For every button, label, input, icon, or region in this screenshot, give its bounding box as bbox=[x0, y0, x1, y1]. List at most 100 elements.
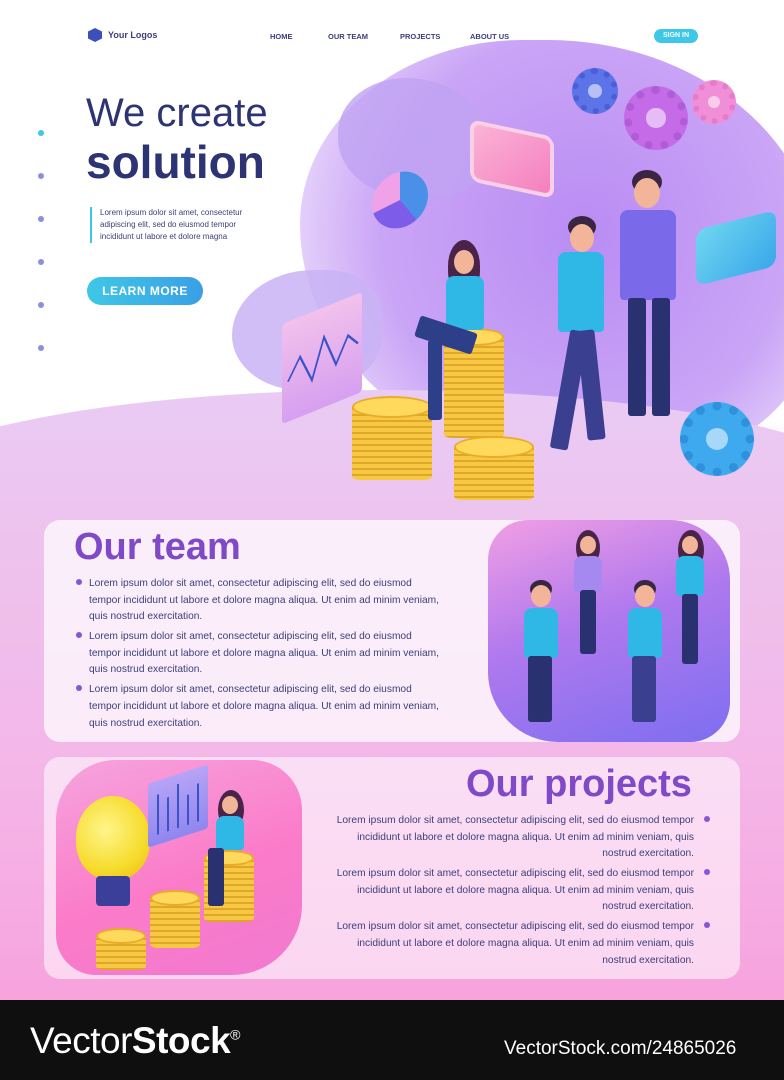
head bbox=[570, 224, 594, 252]
team-woman-pointing bbox=[568, 530, 608, 660]
torso bbox=[628, 608, 662, 658]
landing-page: Your Logos HOME OUR TEAM PROJECTS ABOUT … bbox=[0, 0, 784, 1000]
slide-dot[interactable] bbox=[38, 216, 44, 222]
man-right bbox=[610, 170, 686, 430]
list-item-text: Lorem ipsum dolor sit amet, consectetur … bbox=[336, 868, 694, 913]
legs bbox=[628, 298, 646, 416]
slide-dot[interactable] bbox=[38, 345, 44, 351]
woman-with-tablet bbox=[410, 240, 500, 440]
bullet-dot bbox=[704, 816, 710, 822]
bullet-dot bbox=[704, 922, 710, 929]
slide-dot[interactable] bbox=[38, 130, 44, 136]
gear-icon bbox=[692, 80, 736, 124]
list-item: Lorem ipsum dolor sit amet, consectetur … bbox=[336, 813, 710, 863]
list-item: Lorem ipsum dolor sit amet, consectetur … bbox=[76, 682, 446, 732]
legs bbox=[576, 329, 606, 441]
team-man-binoculars bbox=[622, 580, 666, 730]
hero-title-line2: solution bbox=[86, 136, 265, 188]
torso bbox=[216, 816, 244, 850]
bullet-dot bbox=[76, 632, 82, 639]
list-item: Lorem ipsum dolor sit amet, consectetur … bbox=[336, 919, 710, 969]
man-left bbox=[548, 210, 618, 460]
lightbulb-icon bbox=[76, 796, 150, 880]
head bbox=[580, 536, 596, 554]
slide-dot[interactable] bbox=[38, 302, 44, 308]
head bbox=[454, 250, 474, 274]
hero-title-line1: We create bbox=[86, 91, 268, 135]
projects-illustration bbox=[56, 760, 302, 975]
torso bbox=[524, 608, 558, 658]
lightbulb-base bbox=[96, 876, 130, 906]
legs bbox=[208, 848, 224, 906]
logo-hexagon-icon bbox=[88, 28, 102, 42]
legs bbox=[632, 656, 656, 722]
slide-dot[interactable] bbox=[38, 173, 44, 179]
nav-about-us[interactable]: ABOUT US bbox=[470, 32, 510, 41]
head bbox=[682, 536, 698, 554]
list-item-text: Lorem ipsum dolor sit amet, consectetur … bbox=[89, 631, 439, 676]
head bbox=[634, 178, 660, 208]
team-bullet-list: Lorem ipsum dolor sit amet, consectetur … bbox=[76, 576, 446, 736]
list-item-text: Lorem ipsum dolor sit amet, consectetur … bbox=[336, 815, 694, 860]
nav-projects[interactable]: PROJECTS bbox=[400, 32, 441, 41]
watermark-brand-suffix: Stock bbox=[131, 1020, 231, 1061]
bullet-dot bbox=[704, 869, 710, 876]
list-item-text: Lorem ipsum dolor sit amet, consectetur … bbox=[336, 921, 694, 966]
gear-icon bbox=[624, 86, 688, 150]
logo-text: Your Logos bbox=[108, 30, 158, 40]
sign-in-button[interactable]: SIGN IN bbox=[654, 29, 698, 43]
slide-dot[interactable] bbox=[38, 259, 44, 265]
logo[interactable]: Your Logos bbox=[88, 28, 157, 42]
head bbox=[222, 796, 238, 814]
list-item-text: Lorem ipsum dolor sit amet, consectetur … bbox=[89, 578, 439, 623]
coin-top bbox=[454, 436, 534, 458]
team-woman-camera bbox=[670, 530, 710, 670]
hero-illustration bbox=[0, 0, 784, 520]
torso bbox=[574, 556, 602, 592]
projects-title: Our projects bbox=[466, 763, 692, 805]
line-chart-icon bbox=[282, 291, 362, 425]
watermark-bar: VectorStock® VectorStock.com/24865026 bbox=[0, 1000, 784, 1080]
bullet-dot bbox=[76, 685, 82, 692]
pie-chart-icon bbox=[372, 167, 428, 233]
list-item-text: Lorem ipsum dolor sit amet, consectetur … bbox=[89, 684, 439, 729]
chart-line-graphic bbox=[287, 333, 359, 383]
torso bbox=[676, 556, 704, 596]
watermark-logo: VectorStock® bbox=[30, 1020, 240, 1062]
speech-bubble-icon bbox=[470, 119, 554, 199]
bullet-dot bbox=[76, 579, 82, 585]
team-man-looking bbox=[518, 580, 562, 730]
nav-home[interactable]: HOME bbox=[270, 32, 293, 41]
speech-bubble-icon bbox=[696, 210, 776, 286]
coin-stack-icon bbox=[444, 336, 504, 438]
coin-top bbox=[150, 890, 200, 906]
legs bbox=[580, 590, 596, 654]
coin-top bbox=[96, 928, 146, 944]
team-title: Our team bbox=[74, 526, 241, 568]
watermark-brand-prefix: Vector bbox=[30, 1020, 132, 1061]
projects-bullet-list: Lorem ipsum dolor sit amet, consectetur … bbox=[336, 813, 710, 973]
site-header: Your Logos HOME OUR TEAM PROJECTS ABOUT … bbox=[0, 0, 784, 70]
chart-bars-graphic bbox=[157, 783, 199, 835]
head bbox=[531, 585, 551, 607]
torso bbox=[620, 210, 676, 300]
gear-icon bbox=[572, 68, 618, 114]
nav-our-team[interactable]: OUR TEAM bbox=[328, 32, 368, 41]
list-item: Lorem ipsum dolor sit amet, consectetur … bbox=[76, 629, 446, 679]
hero-title: We create solution bbox=[86, 92, 268, 186]
legs bbox=[652, 298, 670, 416]
learn-more-button[interactable]: LEARN MORE bbox=[87, 277, 203, 305]
legs bbox=[428, 340, 442, 420]
line-chart-icon bbox=[148, 764, 208, 848]
woman-on-coins bbox=[206, 790, 252, 920]
legs bbox=[528, 656, 552, 722]
head bbox=[635, 585, 655, 607]
torso bbox=[446, 276, 484, 330]
watermark-stock-id: VectorStock.com/24865026 bbox=[504, 1038, 737, 1059]
registered-mark: ® bbox=[230, 1026, 240, 1043]
legs bbox=[682, 594, 698, 664]
hero-description: Lorem ipsum dolor sit amet, consectetur … bbox=[90, 207, 260, 243]
gear-icon bbox=[680, 402, 754, 476]
torso bbox=[558, 252, 604, 332]
team-illustration bbox=[488, 520, 730, 742]
